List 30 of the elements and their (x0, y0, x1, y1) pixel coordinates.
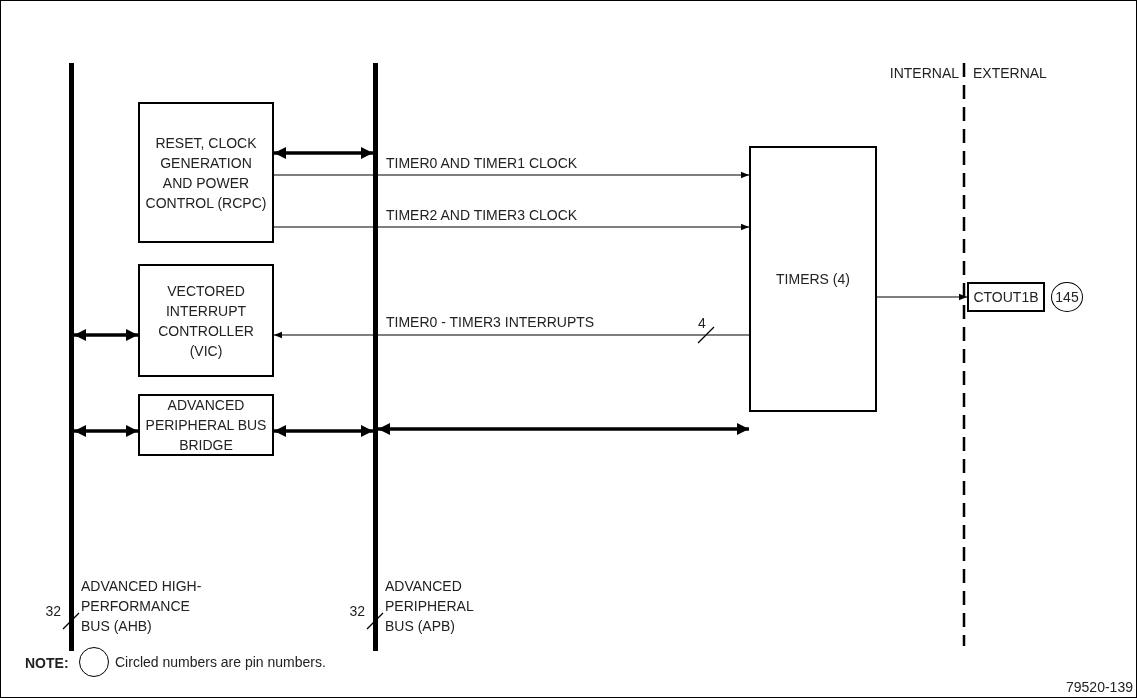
block-box: ADVANCED PERIPHERAL BUS BRIDGE (138, 394, 274, 456)
region-label: INTERNAL (888, 64, 959, 83)
arrow (876, 293, 968, 301)
edge-label: TIMER0 AND TIMER1 CLOCK (386, 154, 578, 173)
arrow (273, 331, 750, 339)
arrow (274, 147, 373, 159)
bus-bar (69, 63, 74, 651)
signal-box: CTOUT1B (967, 282, 1045, 312)
arrow (273, 223, 750, 231)
pin-number-circle: 145 (1051, 282, 1083, 312)
arrow (74, 425, 138, 437)
arrow (378, 423, 749, 435)
block-box: TIMERS (4) (749, 146, 877, 412)
bus-label: ADVANCED HIGH-PERFORMANCE BUS (AHB) (81, 577, 203, 636)
figure-number: 79520-139 (1066, 678, 1134, 697)
arrow (273, 171, 750, 179)
arrow (274, 425, 373, 437)
region-label: EXTERNAL (973, 64, 1048, 83)
arrow (74, 329, 138, 341)
bus-width-label: 32 (348, 602, 365, 621)
note-label: NOTE: (25, 654, 70, 673)
bus-width-label: 4 (698, 314, 707, 333)
bus-bar (373, 63, 378, 651)
edge-label: TIMER2 AND TIMER3 CLOCK (386, 206, 578, 225)
block-box: VECTORED INTERRUPT CONTROLLER (VIC) (138, 264, 274, 377)
edge-label: TIMER0 - TIMER3 INTERRUPTS (386, 313, 595, 332)
bus-width-label: 32 (44, 602, 61, 621)
legend-text: Circled numbers are pin numbers. (115, 653, 326, 672)
bus-label: ADVANCED PERIPHERAL BUS (APB) (385, 577, 475, 636)
block-box: RESET, CLOCK GENERATION AND POWER CONTROL (RCPC) (138, 102, 274, 243)
